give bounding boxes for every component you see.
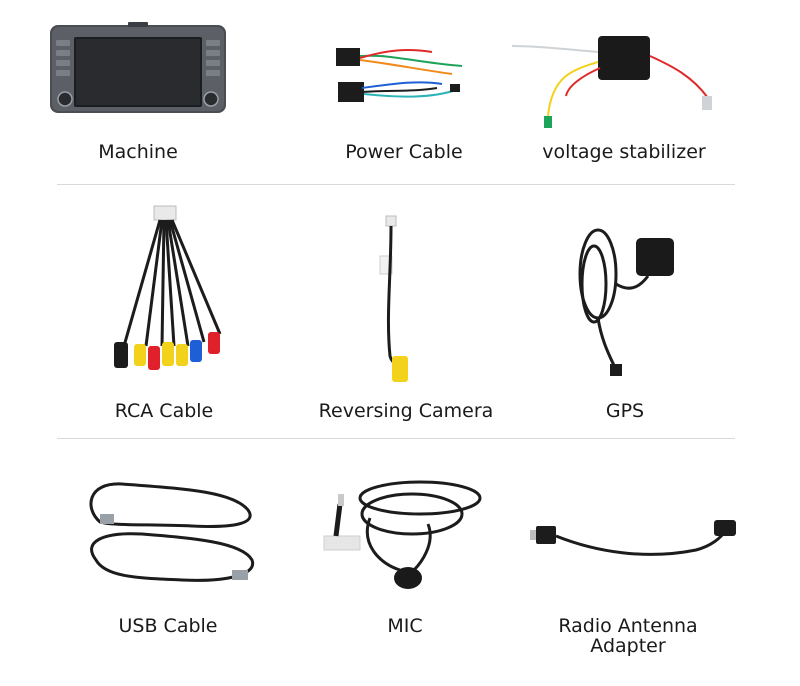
item-label-line1: Radio Antenna <box>558 615 698 637</box>
item-label: RCA Cable <box>114 400 214 422</box>
item-label: Machine <box>98 141 178 163</box>
item-label: MIC <box>387 615 423 637</box>
row-divider <box>57 438 735 439</box>
item-label: GPS <box>605 400 645 422</box>
radio-antenna-adapter-icon <box>530 520 736 556</box>
voltage-stabilizer-icon <box>511 36 712 128</box>
microphone-icon <box>323 480 482 589</box>
item-label-line2: Adapter <box>590 635 666 657</box>
item-label: USB Cable <box>118 615 218 637</box>
reversing-camera-cable-icon <box>379 215 408 382</box>
row-divider <box>57 184 735 185</box>
item-label: voltage stabilizer <box>542 141 706 163</box>
car-stereo-unit-icon <box>50 22 226 113</box>
power-cable-icon <box>336 48 463 102</box>
usb-cable-icon <box>89 482 255 582</box>
rca-cable-icon <box>114 205 222 370</box>
item-label: Power Cable <box>345 141 463 163</box>
item-label: Reversing Camera <box>318 400 494 422</box>
gps-antenna-icon <box>578 228 674 376</box>
